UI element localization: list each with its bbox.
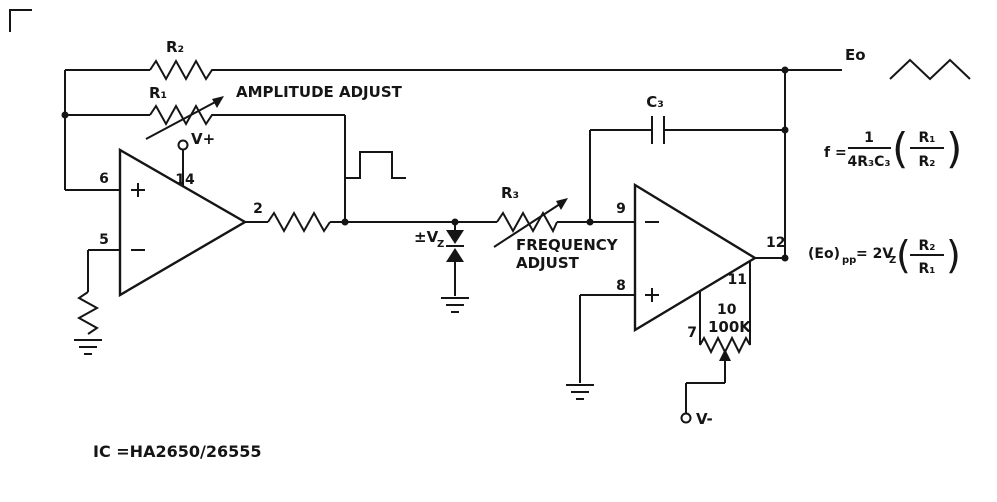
formula-f-inner-denominator: R₂	[919, 154, 936, 170]
opamp-1	[118, 147, 248, 298]
plus-input-symbol	[131, 183, 145, 197]
resistor-series	[267, 210, 331, 234]
right-paren: )	[946, 233, 961, 277]
arrowhead	[212, 96, 224, 108]
page-corner-mark	[9, 9, 32, 32]
pin-14: 14	[175, 172, 195, 188]
capacitor-c3	[651, 116, 665, 144]
left-paren: (	[892, 124, 908, 173]
resistor-r3-variable	[493, 198, 568, 248]
pin-6: 6	[99, 171, 109, 187]
formula-e-numerator: R₂	[919, 238, 936, 254]
formula-e-lhs: (Eo)	[808, 246, 840, 262]
pin-5: 5	[99, 232, 109, 248]
right-paren: )	[946, 124, 962, 173]
formula-f-inner-numerator: R₁	[919, 130, 936, 146]
pin-2: 2	[253, 201, 263, 217]
pin-7: 7	[687, 325, 697, 341]
formula-e-denominator: R₁	[919, 261, 936, 277]
formula-f-numerator: 1	[864, 130, 874, 146]
vplus-terminal	[177, 139, 189, 151]
ground-symbol	[565, 384, 595, 400]
opamp-2	[633, 182, 758, 333]
formula-amplitude: (Eo) pp = 2V Z ( R₂ R₁ )	[808, 233, 961, 277]
label-pot-value: 100K	[708, 318, 752, 336]
label-vz: ±V	[414, 228, 439, 246]
junction-dots	[61, 66, 789, 262]
pin-12: 12	[766, 235, 785, 251]
left-paren: (	[896, 233, 911, 277]
resistor-ground-left	[76, 291, 100, 335]
formula-f-lhs: f =	[824, 145, 847, 161]
resistor-r1-variable	[145, 96, 224, 140]
label-frequency: FREQUENCY	[516, 236, 619, 254]
label-vminus: V-	[696, 410, 713, 428]
ground-symbol	[440, 297, 470, 313]
pin-10: 10	[717, 302, 737, 318]
formula-f-denominator: 4R₃C₃	[847, 154, 890, 170]
formula-e-z-subscript: Z	[889, 255, 896, 266]
label-adjust: ADJUST	[516, 254, 580, 272]
pin-11: 11	[728, 272, 747, 288]
arrowhead	[556, 198, 568, 210]
label-eo: Eo	[845, 46, 866, 64]
potentiometer-100k	[699, 335, 751, 361]
square-wave-icon	[346, 151, 406, 179]
wiper-arrowhead	[719, 349, 731, 361]
ground-symbol	[73, 339, 103, 355]
pin-9: 9	[616, 201, 626, 217]
label-r2: R₂	[166, 38, 184, 56]
vminus-terminal	[680, 412, 692, 424]
label-c3: C₃	[646, 93, 664, 111]
formula-e-pp-subscript: pp	[842, 255, 856, 266]
formula-e-mid: = 2V	[856, 246, 893, 262]
label-r1: R₁	[149, 84, 167, 102]
plus-input-symbol	[645, 288, 659, 302]
label-amplitude-adjust: AMPLITUDE ADJUST	[236, 83, 403, 101]
zener-diode-pair	[446, 230, 464, 262]
resistor-r2	[149, 58, 215, 82]
label-vz-subscript: Z	[437, 239, 444, 250]
label-r3: R₃	[501, 184, 519, 202]
wires	[64, 69, 842, 413]
triangle-wave-icon	[889, 58, 971, 81]
ic-caption: IC =HA2650/26555	[93, 442, 261, 461]
label-vplus: V+	[191, 130, 215, 148]
pin-8: 8	[616, 278, 626, 294]
formula-frequency: f = 1 4R₃C₃ ( R₁ R₂ )	[824, 124, 962, 173]
